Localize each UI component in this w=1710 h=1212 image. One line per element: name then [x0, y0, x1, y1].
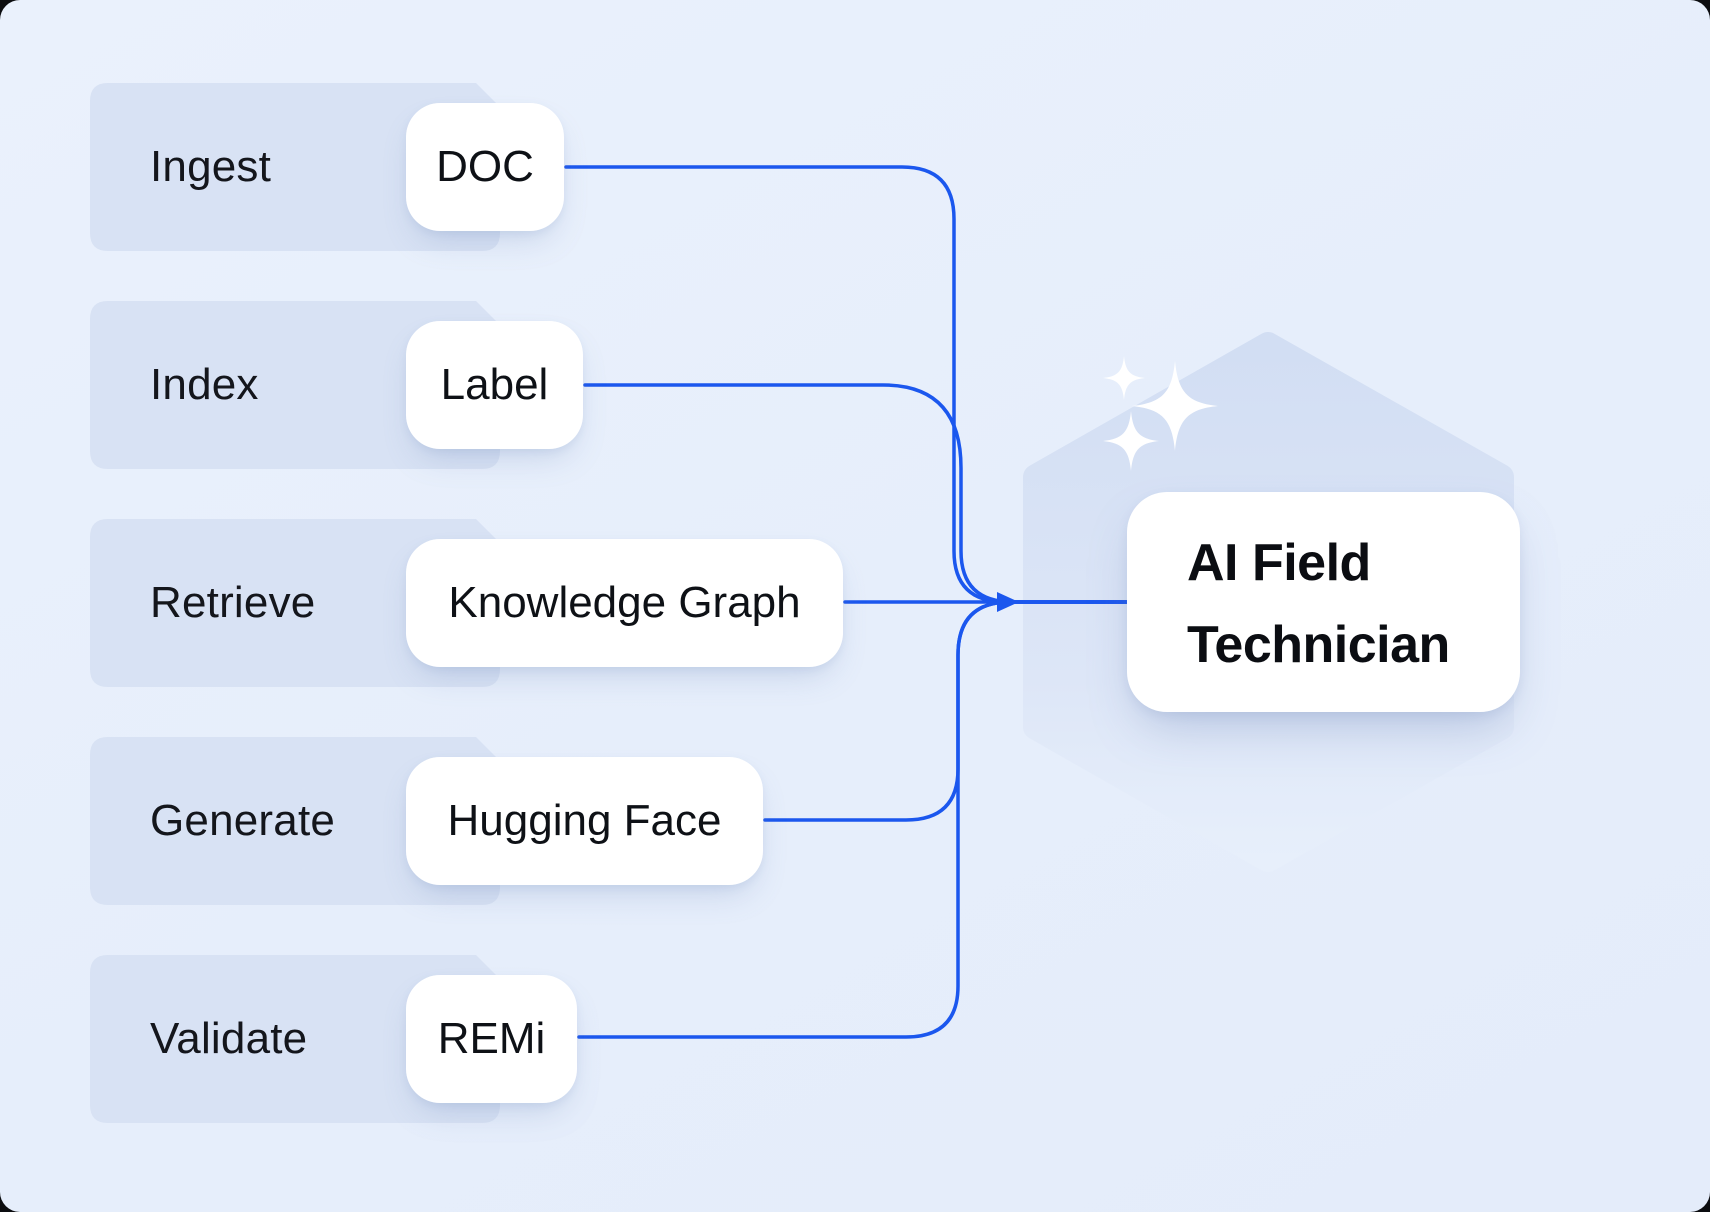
stage-label-validate: Validate [150, 1014, 308, 1063]
connector-label [583, 383, 1166, 604]
target-title-line2: Technician [1187, 616, 1450, 674]
stage-label-retrieve: Retrieve [150, 578, 316, 627]
sparkle-medium-icon [1103, 411, 1159, 471]
target-card-ai-field-technician: AI Field Technician [1127, 492, 1520, 712]
connector-doc [564, 165, 1166, 604]
tool-card-knowledge-graph: Knowledge Graph [406, 539, 843, 667]
stage-tag-ingest [90, 83, 500, 251]
stage-tag-index [90, 301, 500, 469]
stage-label-ingest: Ingest [150, 142, 272, 191]
sparkle-large-icon [1132, 361, 1218, 451]
tool-card-doc: DOC [406, 103, 564, 231]
merge-arrow-icon [997, 592, 1019, 612]
stage-tag-retrieve [90, 519, 500, 687]
target-title-line1: AI Field [1187, 534, 1371, 592]
tool-card-label: Label [406, 321, 583, 449]
stage-tag-validate [90, 955, 500, 1123]
stage-tag-generate [90, 737, 500, 905]
sparkle-small-icon [1103, 356, 1145, 400]
tool-card-hugging-face: Hugging Face [406, 757, 763, 885]
stage-label-generate: Generate [150, 796, 336, 845]
stage-label-index: Index [150, 360, 259, 409]
tool-card-remi: REMi [406, 975, 577, 1103]
sparkles-icon [1103, 356, 1218, 471]
connector-remi [577, 600, 1166, 1039]
